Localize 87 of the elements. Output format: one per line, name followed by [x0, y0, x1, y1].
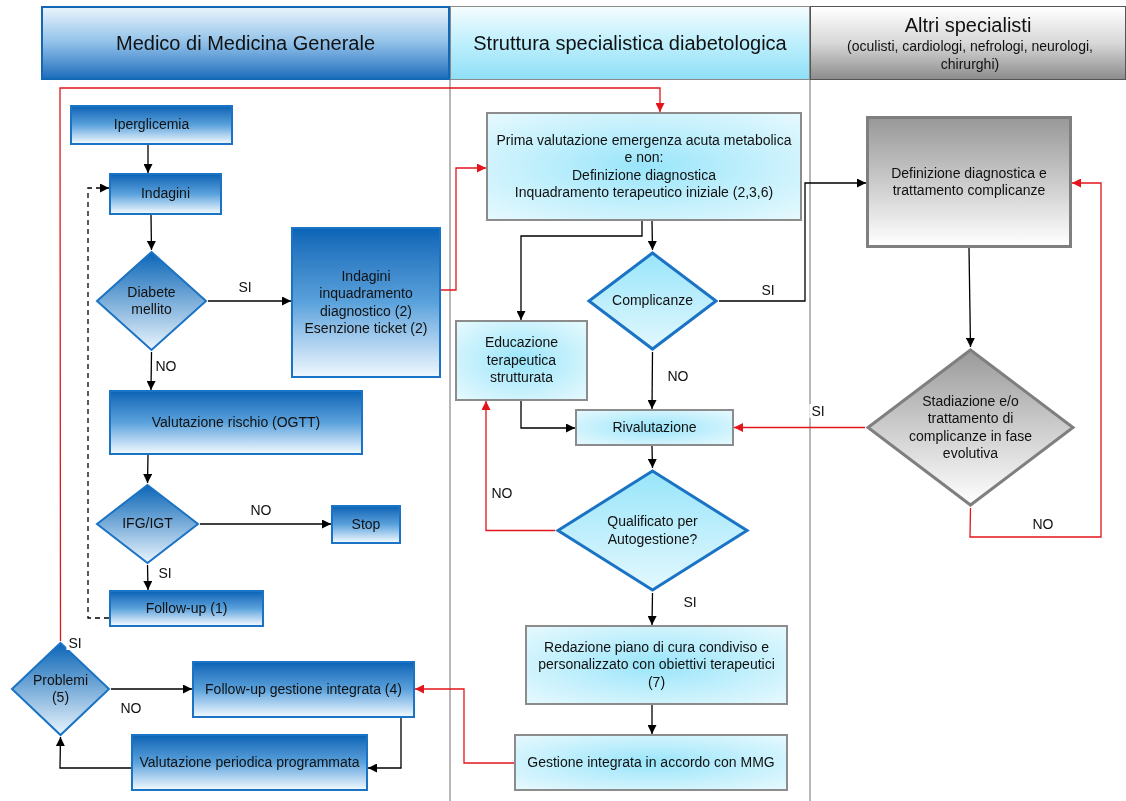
arrow: [143, 144, 153, 174]
arrow: [146, 214, 156, 251]
edge-label: SI: [236, 280, 254, 294]
edge-label: SI: [681, 595, 699, 609]
arrow: [414, 684, 515, 764]
process-box: [486, 112, 802, 221]
edge-label: SI: [156, 566, 174, 580]
lane-title: Struttura specialistica diabetologica: [473, 30, 787, 56]
node-text: Iperglicemia: [113, 116, 190, 134]
arrow: [207, 296, 292, 306]
arrow: [146, 351, 156, 391]
process-box: [291, 227, 441, 378]
lane-header: [450, 6, 810, 80]
node-text: Valutazione periodica programmata: [139, 753, 360, 772]
node-text: Follow-up (1): [145, 599, 228, 618]
node-text: Problemi (5): [31, 671, 90, 707]
arrow: [969, 178, 1102, 538]
node-text: Prima valutazione emergenza acuta metabolica e non:: [495, 131, 793, 167]
process-box: [109, 390, 363, 455]
edge-label: NO: [1030, 517, 1056, 531]
node-text: Complicanze: [612, 292, 693, 310]
process-box: [331, 505, 401, 544]
node-text: Valutazione rischio (OGTT): [151, 413, 321, 432]
lane-title: Medico di Medicina Generale: [116, 30, 375, 56]
arrow: [143, 454, 153, 484]
process-box: [525, 625, 788, 705]
node-text: Definizione diagnostica e trattamento complicanze: [890, 164, 1048, 200]
process-box: [109, 590, 264, 627]
node-text: Redazione piano di cura condiviso e personalizzato con obiettivi terapeutici (7): [537, 638, 776, 692]
node-text: Stop: [351, 515, 381, 534]
lane-title: Altri specialisti: [904, 13, 1032, 38]
process-box: [575, 409, 734, 446]
arrow: [59, 87, 665, 642]
edge-label: SI: [809, 404, 827, 418]
process-box: [131, 734, 368, 791]
process-box: [455, 320, 588, 401]
node-text: Esenzione ticket (2): [304, 320, 428, 338]
node-text: Indagini: [140, 185, 190, 203]
process-box: [192, 661, 415, 718]
lane-subtitle: (oculisti, cardiologi, nefrologi, neurologi, chirurghi): [846, 38, 1094, 73]
edge-label: NO: [248, 503, 274, 517]
dashed-arrow: [87, 183, 110, 619]
node-text: Qualificato per Autogestione?: [606, 513, 699, 548]
node-text: Rivalutazione: [612, 418, 697, 437]
arrow: [55, 736, 132, 769]
decision-diamond: [865, 347, 1076, 508]
arrow: [718, 178, 867, 302]
node-text: IFG/IGT: [122, 515, 173, 533]
process-box: [866, 116, 1072, 248]
lane-header: [41, 6, 450, 80]
decision-diamond: [586, 250, 719, 352]
arrow: [110, 684, 193, 694]
edge-label: SI: [66, 636, 84, 650]
arrow: [733, 423, 866, 432]
lane-header: [810, 6, 1126, 80]
node-text: Definizione diagnostica: [572, 166, 716, 184]
process-box: [109, 173, 222, 215]
arrow: [647, 445, 657, 469]
decision-diamond: [555, 468, 750, 593]
edge-label: NO: [489, 486, 515, 500]
node-text: Educazione terapeutica strutturata: [483, 334, 560, 387]
node-text: Inquadramento terapeutico iniziale (2,3,6): [514, 184, 774, 202]
arrow: [516, 220, 643, 321]
decision-diamond: [95, 250, 208, 352]
arrow: [647, 704, 657, 735]
arrow: [647, 592, 657, 626]
arrow: [143, 564, 153, 591]
arrow: [199, 519, 332, 529]
arrow: [520, 400, 576, 433]
node-text: Follow-up gestione integrata (4): [205, 680, 402, 699]
process-box: [514, 734, 788, 791]
arrow: [965, 247, 975, 348]
node-text: Stadiazione e/o trattamento di complicanze in fase evolutiva: [908, 392, 1033, 463]
process-box: [70, 105, 233, 145]
edge-label: SI: [759, 283, 777, 297]
node-text: Gestione integrata in accordo con MMG: [527, 753, 775, 772]
arrow: [440, 163, 487, 291]
arrow: [647, 351, 657, 410]
edge-label: NO: [118, 701, 144, 715]
edge-label: NO: [665, 369, 691, 383]
arrow: [481, 400, 556, 532]
edge-label: NO: [153, 359, 179, 373]
arrow: [367, 717, 402, 773]
decision-diamond: [95, 483, 200, 565]
node-text: Indagini inquadramento diagnostico (2): [318, 267, 414, 320]
arrow: [647, 220, 657, 251]
node-text: Diabete mellito: [126, 283, 177, 319]
